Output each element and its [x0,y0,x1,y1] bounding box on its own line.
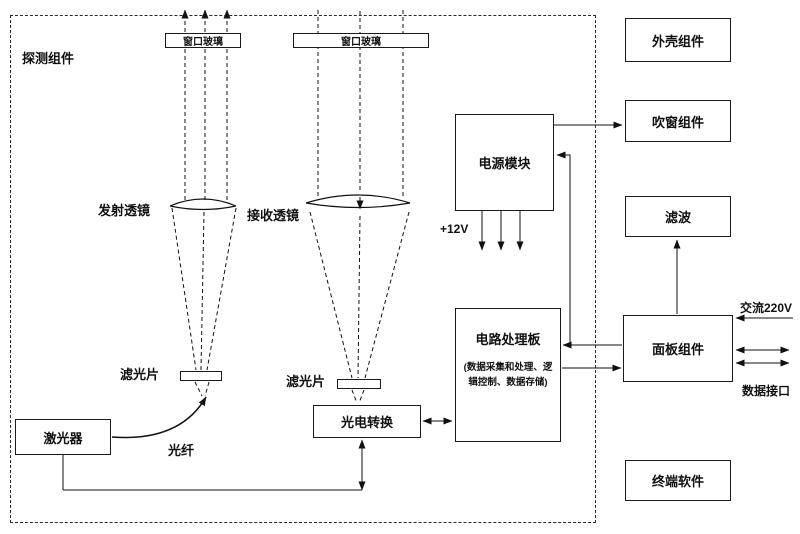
wave-filter-box: 滤波 [625,196,731,237]
bottom-bus-lines [62,439,366,491]
fiber-curve [111,396,207,439]
data-port-label: 数据接口 [742,384,791,398]
power-output-arrows [478,211,524,251]
rx-lens-label: 接收透镜 [247,208,300,223]
filter-left-label: 滤光片 [120,367,160,382]
tx-beam-lines [171,9,237,397]
filter-element-left [180,371,222,381]
circuit-board-box: 电路处理板 (数据采集和处理、逻辑控制、数据存储) [455,308,561,442]
window-glass-right: 窗口玻璃 [293,33,429,48]
tx-lens-label: 发射透镜 [98,203,151,218]
filter-element-right [337,379,381,389]
rx-beam-lines [309,10,410,404]
power-feed-line [556,151,571,345]
housing-box: 外壳组件 [625,18,731,62]
blow-window-box: 吹窗组件 [625,100,731,142]
rx-lens-shape [305,194,411,209]
filter-right-label: 滤光片 [286,374,326,389]
fiber-label: 光纤 [168,443,195,458]
power-module-box: 电源模块 [455,114,554,211]
laser-box: 激光器 [15,419,111,455]
detection-assembly-label: 探测组件 [22,51,75,66]
panel-box: 面板组件 [623,315,733,382]
ac-label: 交流220V [740,301,793,315]
window-glass-left: 窗口玻璃 [165,33,241,48]
circuit-board-title: 电路处理板 [475,332,541,347]
photoelectric-box: 光电转换 [313,405,421,438]
tx-lens-shape [169,198,237,211]
detection-assembly-outline [10,15,596,523]
circuit-board-subtitle: (数据采集和处理、逻辑控制、数据存储) [463,362,553,389]
power-out-label: +12V [440,222,469,236]
terminal-software-box: 终端软件 [625,460,731,501]
